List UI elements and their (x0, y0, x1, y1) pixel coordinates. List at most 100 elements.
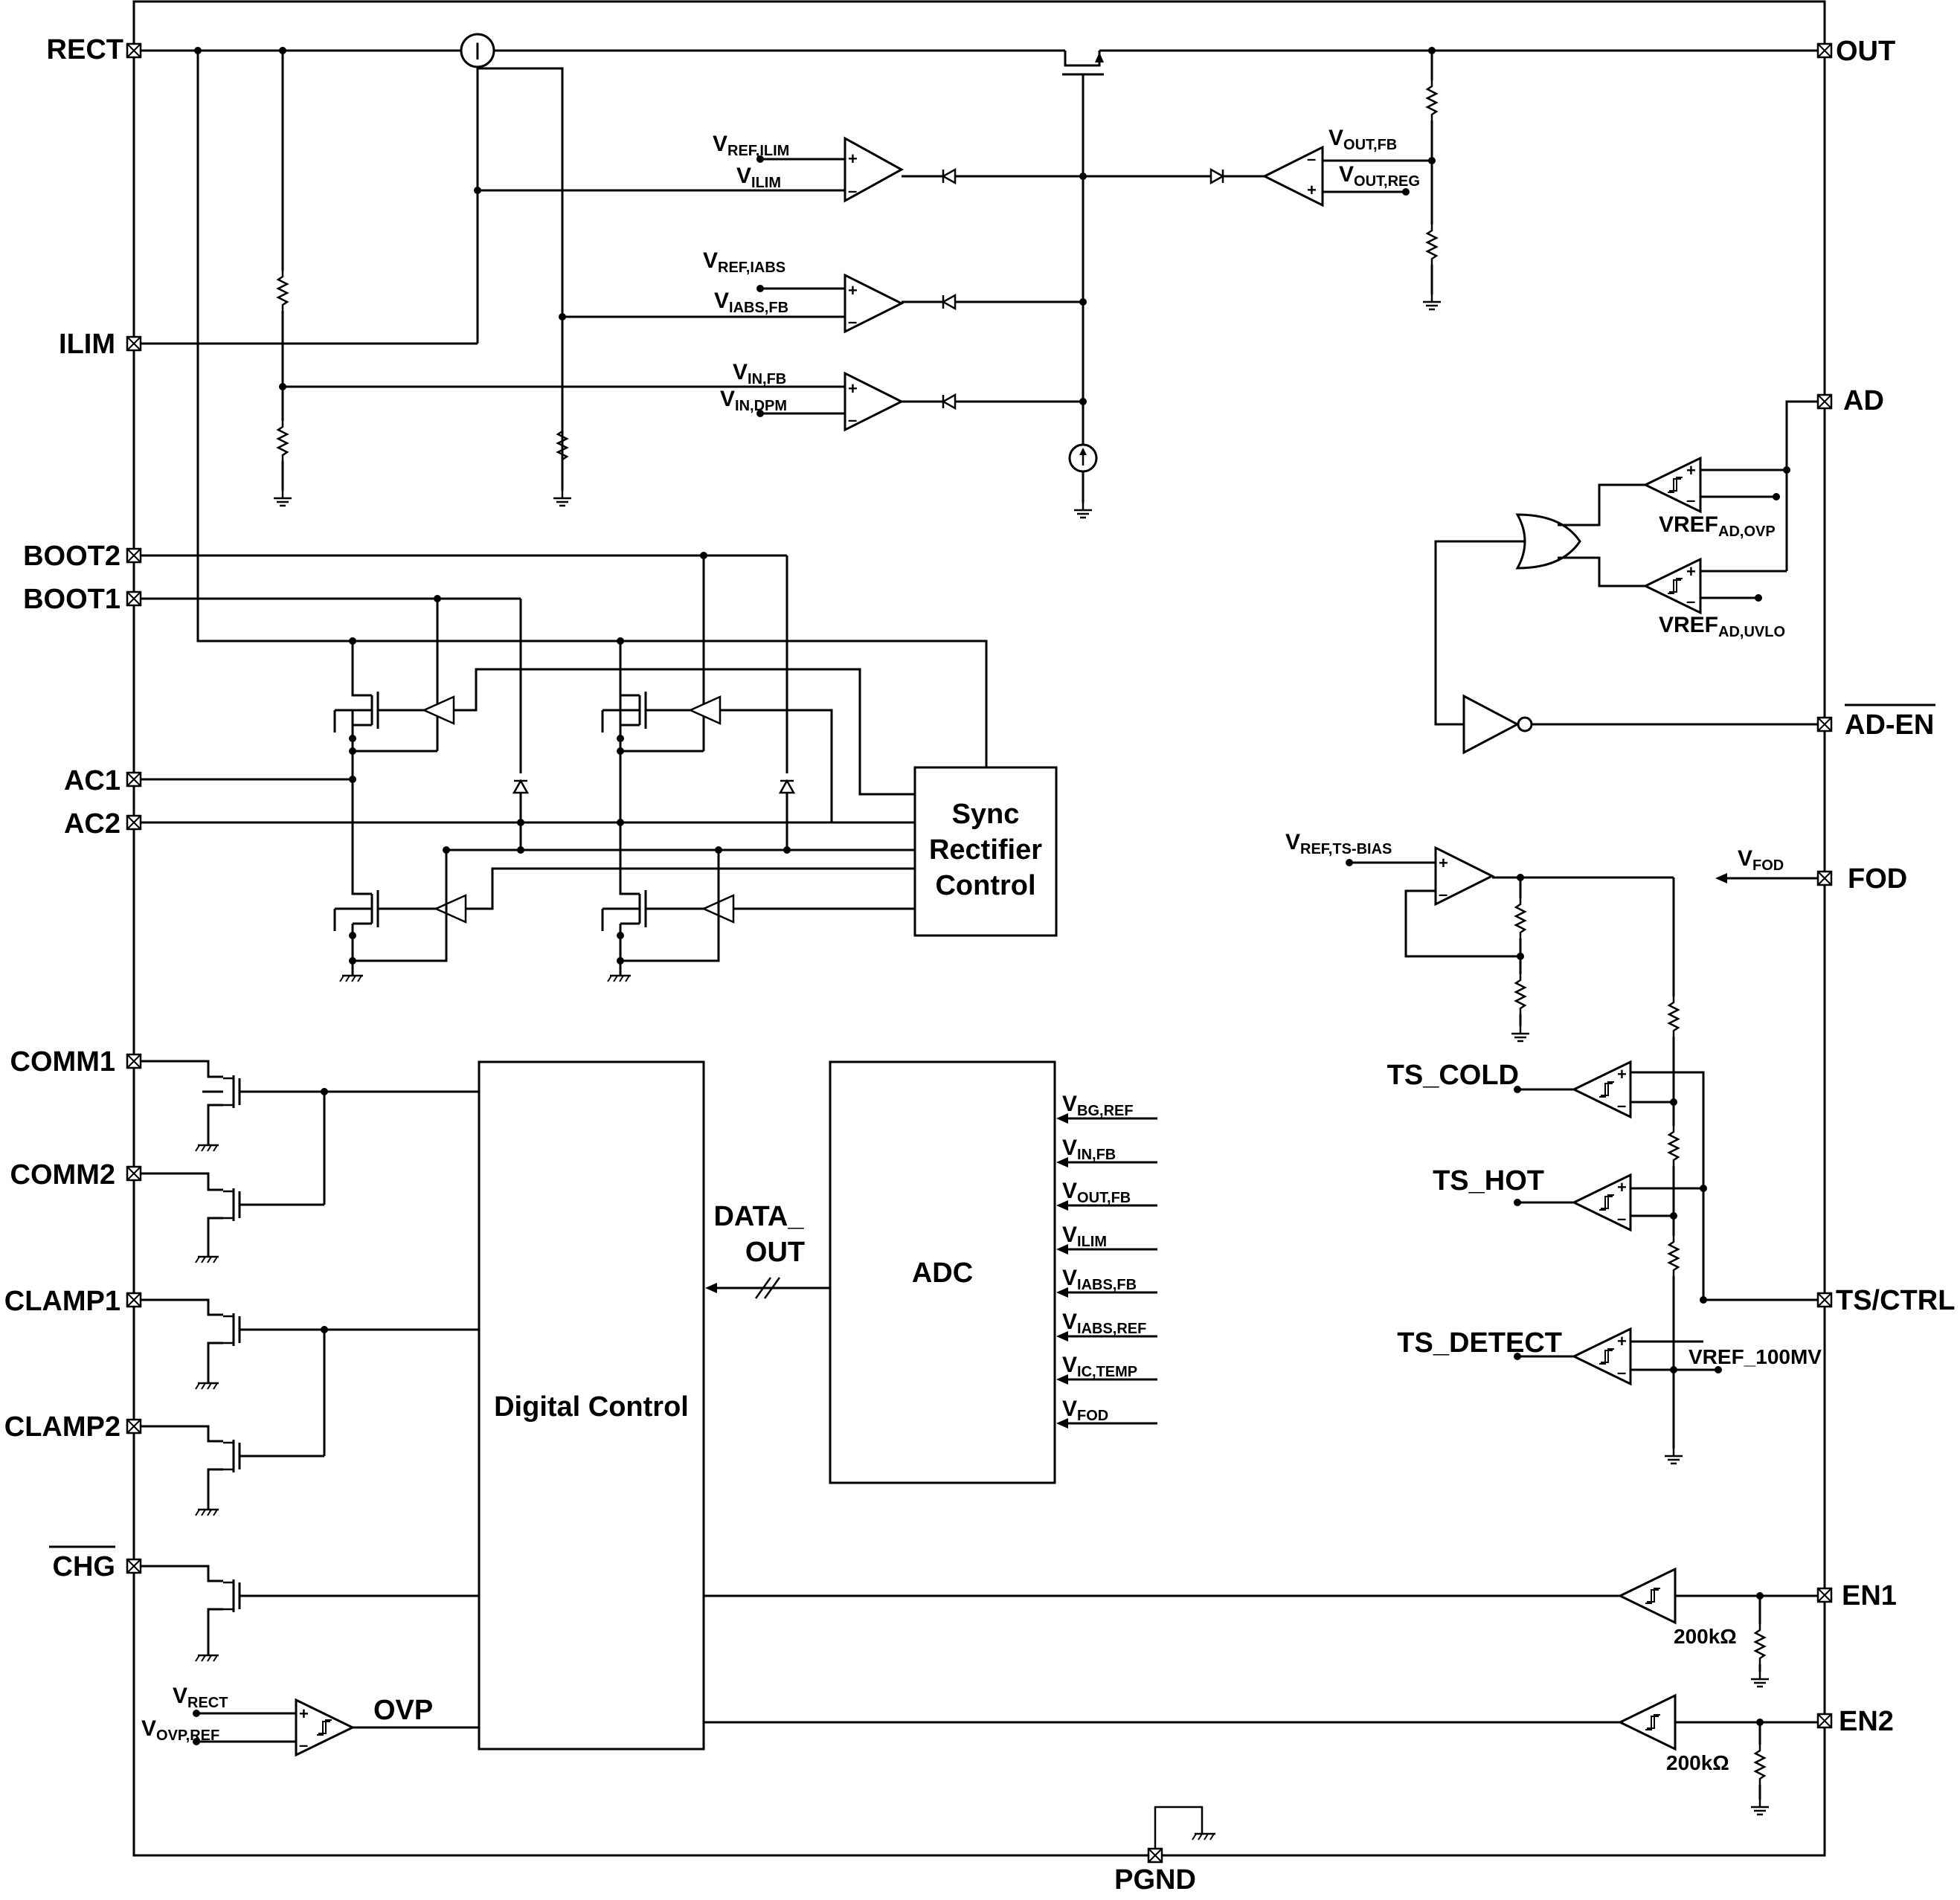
pin-chg-label: CHG (53, 1551, 115, 1582)
svg-text:–: – (848, 410, 857, 429)
adc-inputs: VBG,REF VIN,FB VOUT,FB VILIM VIABS,FB VIABS,R… (1056, 1092, 1157, 1429)
data-out-label-1: DATA_ (713, 1201, 804, 1232)
vfod-label: VFOD (1738, 846, 1784, 874)
adc-input-label: VIN,FB (1062, 1136, 1116, 1163)
pin-ad-en-label: AD-EN (1845, 709, 1934, 741)
pin-en1[interactable]: EN1 (1816, 1580, 1897, 1611)
sync-rectifier-wiring (141, 51, 988, 854)
pin-chg[interactable]: CHG (49, 1545, 142, 1582)
gate-drive-node (1068, 173, 1098, 519)
clamp1-switch (141, 1298, 479, 1391)
pin-ad-en[interactable]: AD-EN (1816, 703, 1935, 741)
vref-iabs-label: VREF,IABS (703, 248, 785, 276)
pin-ad[interactable]: AD (1816, 385, 1884, 416)
pin-boot2-label: BOOT2 (23, 541, 121, 572)
adc-input-label: VIABS,REF (1062, 1310, 1146, 1337)
high-side-fet-2 (601, 637, 833, 822)
vref-ilim-label: VREF,ILIM (713, 132, 789, 159)
adc-input-label: VIC,TEMP (1062, 1353, 1137, 1380)
pin-clamp2[interactable]: CLAMP2 (4, 1411, 142, 1443)
sync-label-3: Control (935, 870, 1035, 901)
vin-dpm-comparator: + – VIN,FB VIN,DPM (283, 360, 1083, 432)
r-en2-label: 200kΩ (1666, 1751, 1729, 1774)
ts-comparators: + – TS_COLD + – TS_HOT + – TS_DETECT VRE… (1387, 1037, 1822, 1465)
low-side-fet-2 (601, 822, 915, 983)
pin-rect[interactable]: RECT (47, 34, 142, 65)
ts-hot-label: TS_HOT (1433, 1165, 1544, 1197)
pin-en1-label: EN1 (1842, 1580, 1897, 1611)
sync-label-1: Sync (952, 799, 1020, 830)
ts-cold-label: TS_COLD (1387, 1060, 1519, 1091)
iabs-comparator: + – VREF,IABS VIABS,FB (562, 248, 1083, 334)
pin-boot1[interactable]: BOOT1 (23, 584, 142, 615)
svg-text:+: + (1617, 1332, 1627, 1350)
vin-dpm-label: VIN,DPM (720, 387, 787, 414)
pin-ts-ctrl-label: TS/CTRL (1836, 1285, 1955, 1316)
r-en1-label: 200kΩ (1674, 1625, 1737, 1648)
pin-pgnd-label: PGND (1114, 1864, 1196, 1896)
pin-clamp1[interactable]: CLAMP1 (4, 1286, 142, 1317)
rect-out-path (141, 47, 1818, 498)
fod-input: VFOD (1715, 846, 1818, 883)
en2-input: 200kΩ (704, 1693, 1818, 1816)
vref-ad-uvlo-label: VREFAD,UVLO (1659, 613, 1785, 640)
svg-text:+: + (1686, 461, 1696, 480)
ts-detect-label: TS_DETECT (1397, 1327, 1562, 1359)
pin-en2[interactable]: EN2 (1816, 1706, 1894, 1737)
pin-ac1[interactable]: AC1 (64, 765, 142, 796)
svg-text:+: + (1307, 181, 1317, 199)
svg-text:+: + (1617, 1178, 1627, 1197)
adc-input-label: VBG,REF (1062, 1092, 1134, 1119)
pin-ac1-label: AC1 (64, 765, 121, 796)
pin-out-label: OUT (1836, 36, 1895, 67)
ts-bias-amp: + – VREF,TS-BIAS (1285, 830, 1680, 1043)
pin-pgnd[interactable]: PGND (1114, 1806, 1217, 1896)
svg-text:+: + (1617, 1065, 1627, 1083)
svg-text:+: + (299, 1704, 309, 1723)
vovp-ref-label: VOVP,REF (141, 1716, 219, 1744)
adc-input-label: VOUT,FB (1062, 1179, 1131, 1206)
chg-switch (141, 1565, 479, 1663)
pin-comm1[interactable]: COMM1 (10, 1046, 142, 1078)
adc-input-label: VIABS,FB (1062, 1266, 1137, 1293)
adc-input-arrow (1056, 1157, 1068, 1168)
pin-ts-ctrl[interactable]: TS/CTRL (1816, 1285, 1955, 1316)
adc-input-arrow (1056, 1287, 1068, 1298)
vrect-label: VRECT (173, 1684, 228, 1711)
ovp-label: OVP (373, 1695, 433, 1726)
pin-ac2[interactable]: AC2 (64, 808, 142, 840)
ad-detect: + – + – VREFAD,OVP VREFAD,UVLO (1434, 400, 1818, 755)
vilim-label: VILIM (736, 164, 781, 191)
svg-text:–: – (848, 181, 857, 200)
adc-input-label: VILIM (1062, 1223, 1107, 1250)
pin-boot2[interactable]: BOOT2 (23, 541, 142, 572)
adc-input-arrow (1056, 1244, 1068, 1255)
svg-text:+: + (848, 379, 858, 398)
adc-input-arrow (1056, 1331, 1068, 1342)
clamp2-switch (141, 1330, 326, 1517)
pin-ac2-label: AC2 (64, 808, 121, 840)
pin-ilim[interactable]: ILIM (59, 329, 142, 360)
pin-boot1-label: BOOT1 (23, 584, 121, 615)
data-out-label-2: OUT (745, 1237, 805, 1268)
comm1-switch (141, 1060, 324, 1153)
pin-comm2[interactable]: COMM2 (10, 1159, 142, 1191)
vin-fb-label: VIN,FB (733, 360, 786, 387)
sync-label-2: Rectifier (929, 834, 1042, 866)
vref-ad-ovp-label: VREFAD,OVP (1659, 512, 1776, 540)
adc-input-arrow (1056, 1113, 1068, 1124)
svg-text:–: – (1686, 491, 1695, 509)
sync-rectifier-control-block: Sync Rectifier Control (913, 766, 1058, 937)
pin-out[interactable]: OUT (1816, 36, 1895, 67)
svg-text:–: – (299, 1736, 308, 1754)
rect-divider (272, 51, 293, 507)
pin-ilim-label: ILIM (59, 329, 115, 360)
digital-control-label: Digital Control (494, 1391, 689, 1423)
svg-text:–: – (1617, 1363, 1626, 1382)
svg-text:–: – (1439, 885, 1447, 904)
comm2-switch (141, 1088, 479, 1264)
pin-fod[interactable]: FOD (1816, 863, 1907, 895)
low-side-fet-1 (333, 779, 915, 983)
svg-text:+: + (848, 281, 858, 300)
